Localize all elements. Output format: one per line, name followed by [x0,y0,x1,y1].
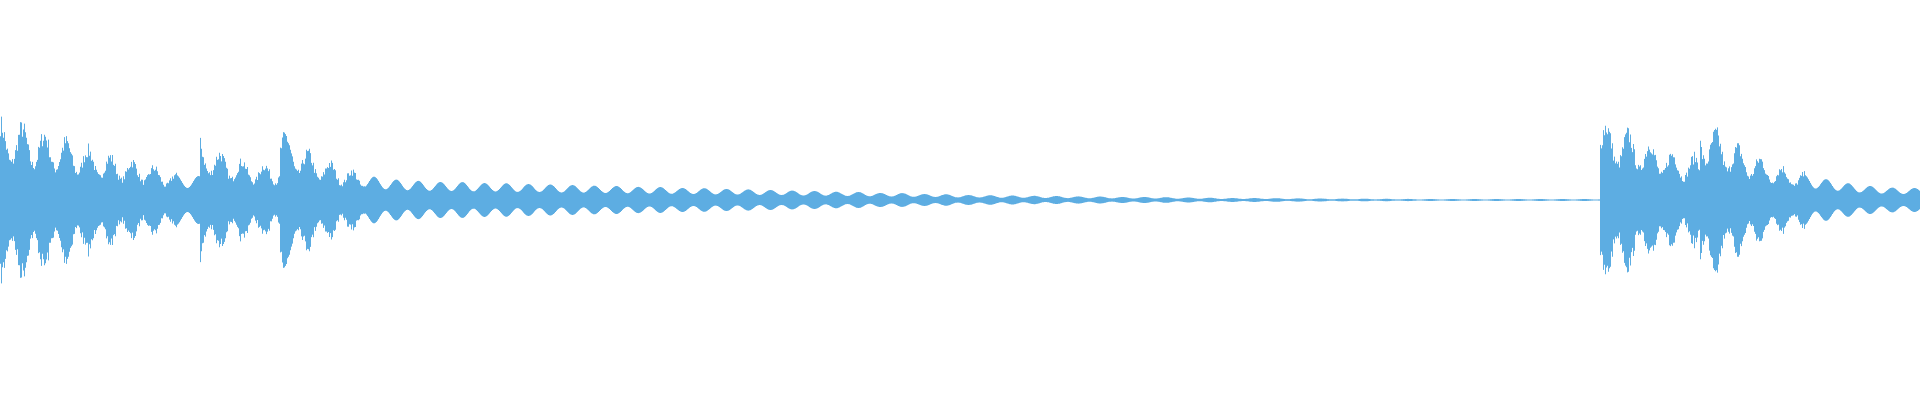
waveform-segment [860,192,880,208]
waveform-segment [1580,199,1600,201]
waveform-segment [1720,143,1740,257]
waveform-segment [840,192,860,208]
waveform-segment [1800,171,1820,229]
waveform-segments [0,116,1920,284]
waveform-segment [580,185,600,215]
waveform-segment [680,188,700,212]
waveform-segment [80,143,100,257]
waveform-segment [440,182,460,218]
waveform-segment [820,191,840,209]
waveform-segment [1620,127,1640,273]
waveform-segment [1200,197,1220,203]
waveform-segment [800,191,820,209]
waveform-segment [1540,199,1560,201]
waveform-segment [1700,127,1720,273]
waveform-segment [1680,151,1700,249]
waveform-segment [1300,198,1320,202]
waveform-segment [1320,198,1340,202]
waveform-segment [1180,197,1200,203]
waveform-segment [320,160,340,240]
waveform-segment [1660,153,1680,247]
waveform-segment [220,154,240,246]
waveform-segment [1560,199,1580,201]
waveform-segment [400,180,420,220]
waveform-segment [480,183,500,217]
waveform-segment [1640,146,1660,254]
waveform-segment [700,188,720,212]
waveform-segment [1160,197,1180,203]
waveform-segment [980,195,1000,205]
waveform-segment [300,148,320,252]
waveform-segment [1000,195,1020,205]
waveform-segment [1020,195,1040,205]
waveform-segment [1400,198,1420,202]
waveform-segment [1840,183,1860,217]
waveform-segment [460,182,480,218]
waveform-segment [880,193,900,207]
waveform-segment [1480,199,1500,201]
waveform-segment [600,186,620,214]
waveform-segment [1340,198,1360,202]
waveform-segment [720,189,740,211]
waveform-segment [1760,159,1780,241]
waveform-segment [20,122,40,278]
waveform-segment [1080,196,1100,204]
waveform-segment [420,181,440,219]
waveform-segment [620,186,640,214]
waveform-segment [940,194,960,206]
waveform-segment [1440,199,1460,201]
waveform-segment [1820,179,1840,221]
waveform-segment [1060,196,1080,204]
waveform-segment [1900,188,1920,212]
waveform-segment [520,184,540,216]
waveform-segment [60,136,80,264]
waveform-segment [740,189,760,211]
waveform-segment [1380,198,1400,202]
waveform-segment [1100,196,1120,204]
waveform-segment [1740,153,1760,247]
waveform-segment [1240,198,1260,202]
waveform-segment [780,190,800,210]
waveform-segment [40,134,60,266]
waveform-segment [1040,196,1060,204]
waveform-segment [960,195,980,205]
waveform-segment [340,169,360,231]
waveform-segment [1460,199,1480,201]
waveform-segment [900,193,920,207]
waveform-segment [1280,198,1300,202]
waveform-segment [920,194,940,206]
waveform-segment [240,158,260,242]
waveform-segment [1260,198,1280,202]
waveform-segment [1880,187,1900,213]
waveform-segment [1360,198,1380,202]
waveform-segment [640,187,660,213]
waveform-segment [560,185,580,215]
waveform-segment [260,165,280,235]
waveform-segment [120,160,140,240]
waveform-segment [100,155,120,245]
waveform-segment [1420,199,1440,201]
waveform-segment [1500,199,1520,201]
waveform-segment [760,190,780,210]
waveform-segment [160,172,180,228]
waveform-segment [1140,197,1160,203]
waveform-segment [140,165,160,235]
waveform-segment [540,184,560,216]
waveform-segment [1860,186,1880,214]
waveform-segment [1780,166,1800,234]
waveform-segment [200,137,220,263]
waveform-segment [0,116,20,284]
waveform-segment [280,132,300,268]
waveform-segment [1600,125,1620,275]
waveform-segment [1120,197,1140,203]
waveform-segment [500,183,520,217]
waveform-segment [380,179,400,221]
waveform-segment [1520,199,1540,201]
waveform-segment [660,187,680,213]
waveform-segment [1220,198,1240,202]
waveform-segment [360,176,380,224]
waveform-segment [180,176,200,224]
